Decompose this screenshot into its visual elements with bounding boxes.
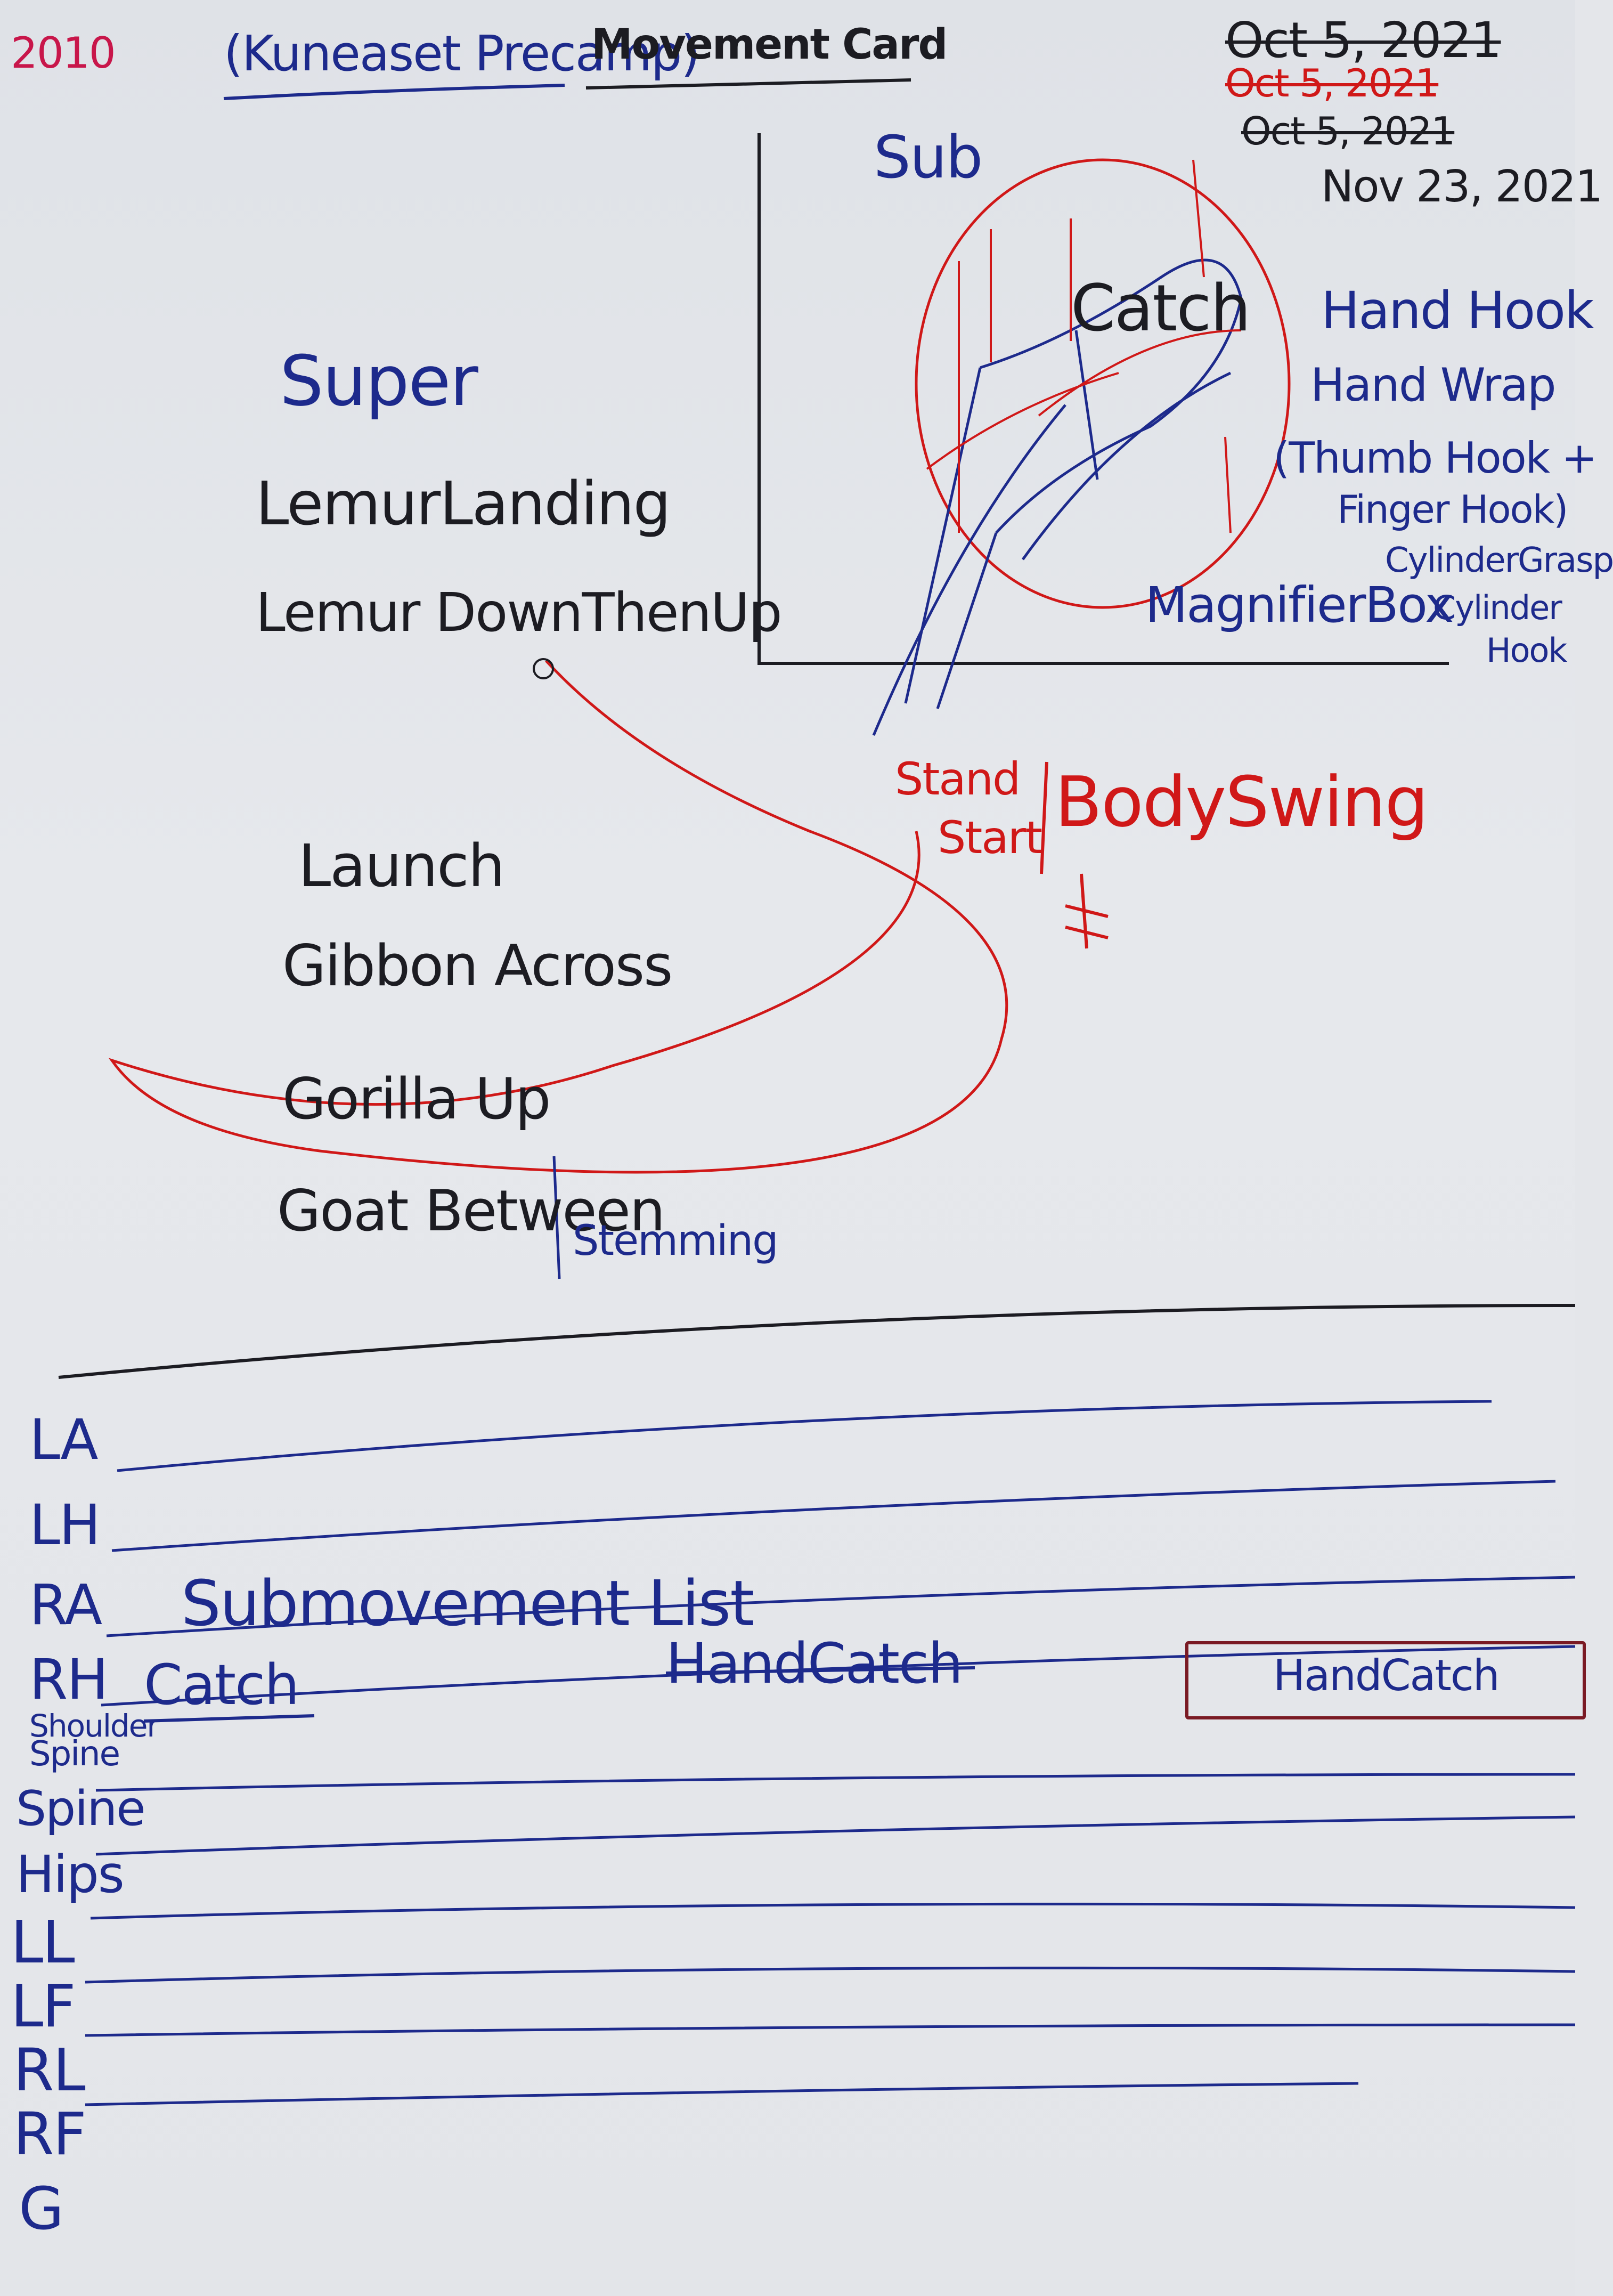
ink-drawing <box>58 78 1576 2106</box>
submovement-hand-catch-crossed: HandCatch <box>666 1631 963 1696</box>
movement-goat-between: Goat Between <box>277 1178 665 1244</box>
body-part-rh: RH <box>29 1647 108 1712</box>
year-label: 2010 <box>11 28 116 78</box>
catch-label: Catch <box>1071 272 1251 346</box>
movement-gorilla-up: Gorilla Up <box>282 1066 551 1132</box>
body-part-lines <box>85 1400 1576 2106</box>
body-part-lh: LH <box>29 1492 101 1557</box>
body-swing-label: BodySwing <box>1055 761 1429 842</box>
body-part-lf: LF <box>11 1972 76 2040</box>
body-part-spine-1: Spine <box>29 1734 120 1774</box>
sub-label: Sub <box>874 123 983 191</box>
movement-launch: Launch <box>298 832 505 900</box>
grip-cylinder-grasp: CylinderGrasp <box>1385 541 1613 580</box>
movement-super: Super <box>280 340 478 421</box>
submovement-catch-crossed: Catch <box>144 1652 299 1717</box>
hand-sketch <box>872 258 1243 736</box>
project-label: (Kuneaset Precamp) <box>224 25 700 82</box>
movement-stemming: Stemming <box>573 1217 779 1265</box>
movement-lemur-landing: LemurLanding <box>256 469 671 539</box>
swing-curve <box>108 660 1008 1174</box>
movement-gibbon-across: Gibbon Across <box>282 933 673 999</box>
body-part-rf: RF <box>13 2100 87 2168</box>
page-divider <box>58 1304 1576 1379</box>
date-2: Oct 5, 2021 <box>1225 61 1439 106</box>
grip-cylinder-hook-line2: Hook <box>1486 631 1567 670</box>
grip-magnifier-box: MagnifierBox <box>1145 577 1454 634</box>
body-part-la: LA <box>29 1407 98 1472</box>
grip-hand-hook: Hand Hook <box>1321 281 1594 340</box>
date-4: Nov 23, 2021 <box>1321 161 1603 212</box>
card-title: Movement Card <box>591 21 948 69</box>
chart-axes <box>757 133 1449 665</box>
catch-circle <box>915 158 1291 609</box>
body-part-hips: Hips <box>16 1845 125 1904</box>
body-part-g: G <box>19 2175 64 2243</box>
movement-lemur-down-then-up: Lemur DownThenUp <box>256 581 783 644</box>
grip-cylinder-hook-line1: Cylinder <box>1433 588 1562 627</box>
grip-hand-wrap: Hand Wrap <box>1310 359 1557 412</box>
grip-finger-hook: Finger Hook) <box>1337 487 1568 532</box>
date-3: Oct 5, 2021 <box>1241 109 1455 153</box>
body-part-ra: RA <box>29 1572 102 1637</box>
submovement-hand-catch: HandCatch <box>1273 1651 1500 1700</box>
start-label: Start <box>938 812 1042 864</box>
submovement-list-label: Submovement List <box>181 1567 755 1640</box>
stand-label: Stand <box>895 753 1021 805</box>
hand-catch-box <box>1185 1641 1586 1719</box>
date-1: Oct 5, 2021 <box>1225 12 1502 69</box>
body-part-spine-2: Spine <box>16 1781 146 1837</box>
body-part-shoulder: Shoulder <box>29 1708 159 1744</box>
body-part-rl: RL <box>13 2036 86 2104</box>
body-part-ll: LL <box>11 1908 75 1976</box>
grip-thumb-hook: (Thumb Hook + <box>1273 433 1597 483</box>
